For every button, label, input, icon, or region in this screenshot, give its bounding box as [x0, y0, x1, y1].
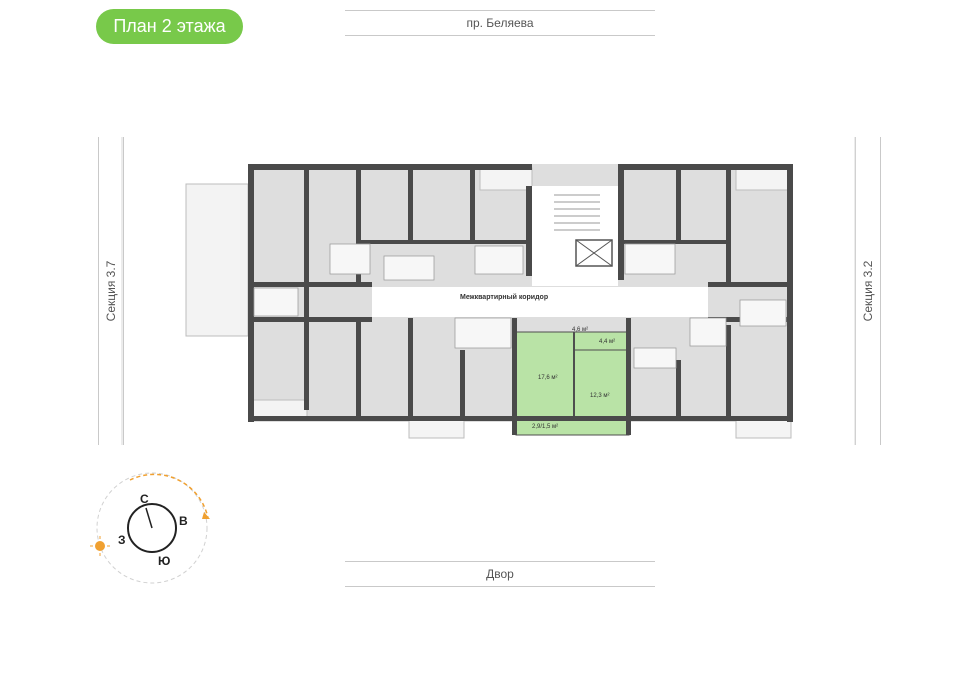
- compass-south: Ю: [158, 554, 171, 568]
- bathrooms: [253, 243, 787, 369]
- corridor: [372, 287, 708, 317]
- floor-title-badge: План 2 этажа: [96, 9, 243, 44]
- walls: [248, 164, 793, 435]
- street-label-top: пр. Беляева: [345, 10, 655, 36]
- street-top-text: пр. Беляева: [466, 16, 534, 30]
- balcony: [735, 167, 789, 191]
- compass-north: С: [140, 492, 149, 506]
- compass-east: В: [179, 514, 188, 528]
- room-area-bathroom: 4,4 м²: [599, 339, 616, 345]
- street-bottom-text: Двор: [486, 567, 514, 581]
- room-area-bedroom: 12,3 м²: [590, 393, 610, 399]
- compass: [90, 472, 210, 584]
- sun-path-arrow: [202, 512, 210, 519]
- sun-icon: [95, 541, 105, 551]
- corridor-label: Межквартирный коридор: [460, 294, 549, 301]
- stairs: [554, 194, 600, 231]
- compass-needle: [145, 507, 153, 529]
- room-area-living: 17,6 м²: [538, 375, 558, 381]
- street-label-bottom: Двор: [345, 561, 655, 587]
- balcony: [479, 167, 533, 191]
- room-area-balcony: 2,9/1,5 м²: [532, 424, 559, 430]
- section-label-left: Секция 3.7: [98, 137, 124, 445]
- sun-rays: [90, 536, 110, 556]
- room-area-hall: 4,6 м²: [572, 327, 589, 333]
- terrace-left: [185, 183, 249, 337]
- compass-orbit: [96, 472, 208, 584]
- compass-west: З: [118, 533, 126, 547]
- stair-core: [532, 186, 618, 286]
- sun-path: [129, 473, 209, 519]
- lift-shaft: [575, 239, 613, 267]
